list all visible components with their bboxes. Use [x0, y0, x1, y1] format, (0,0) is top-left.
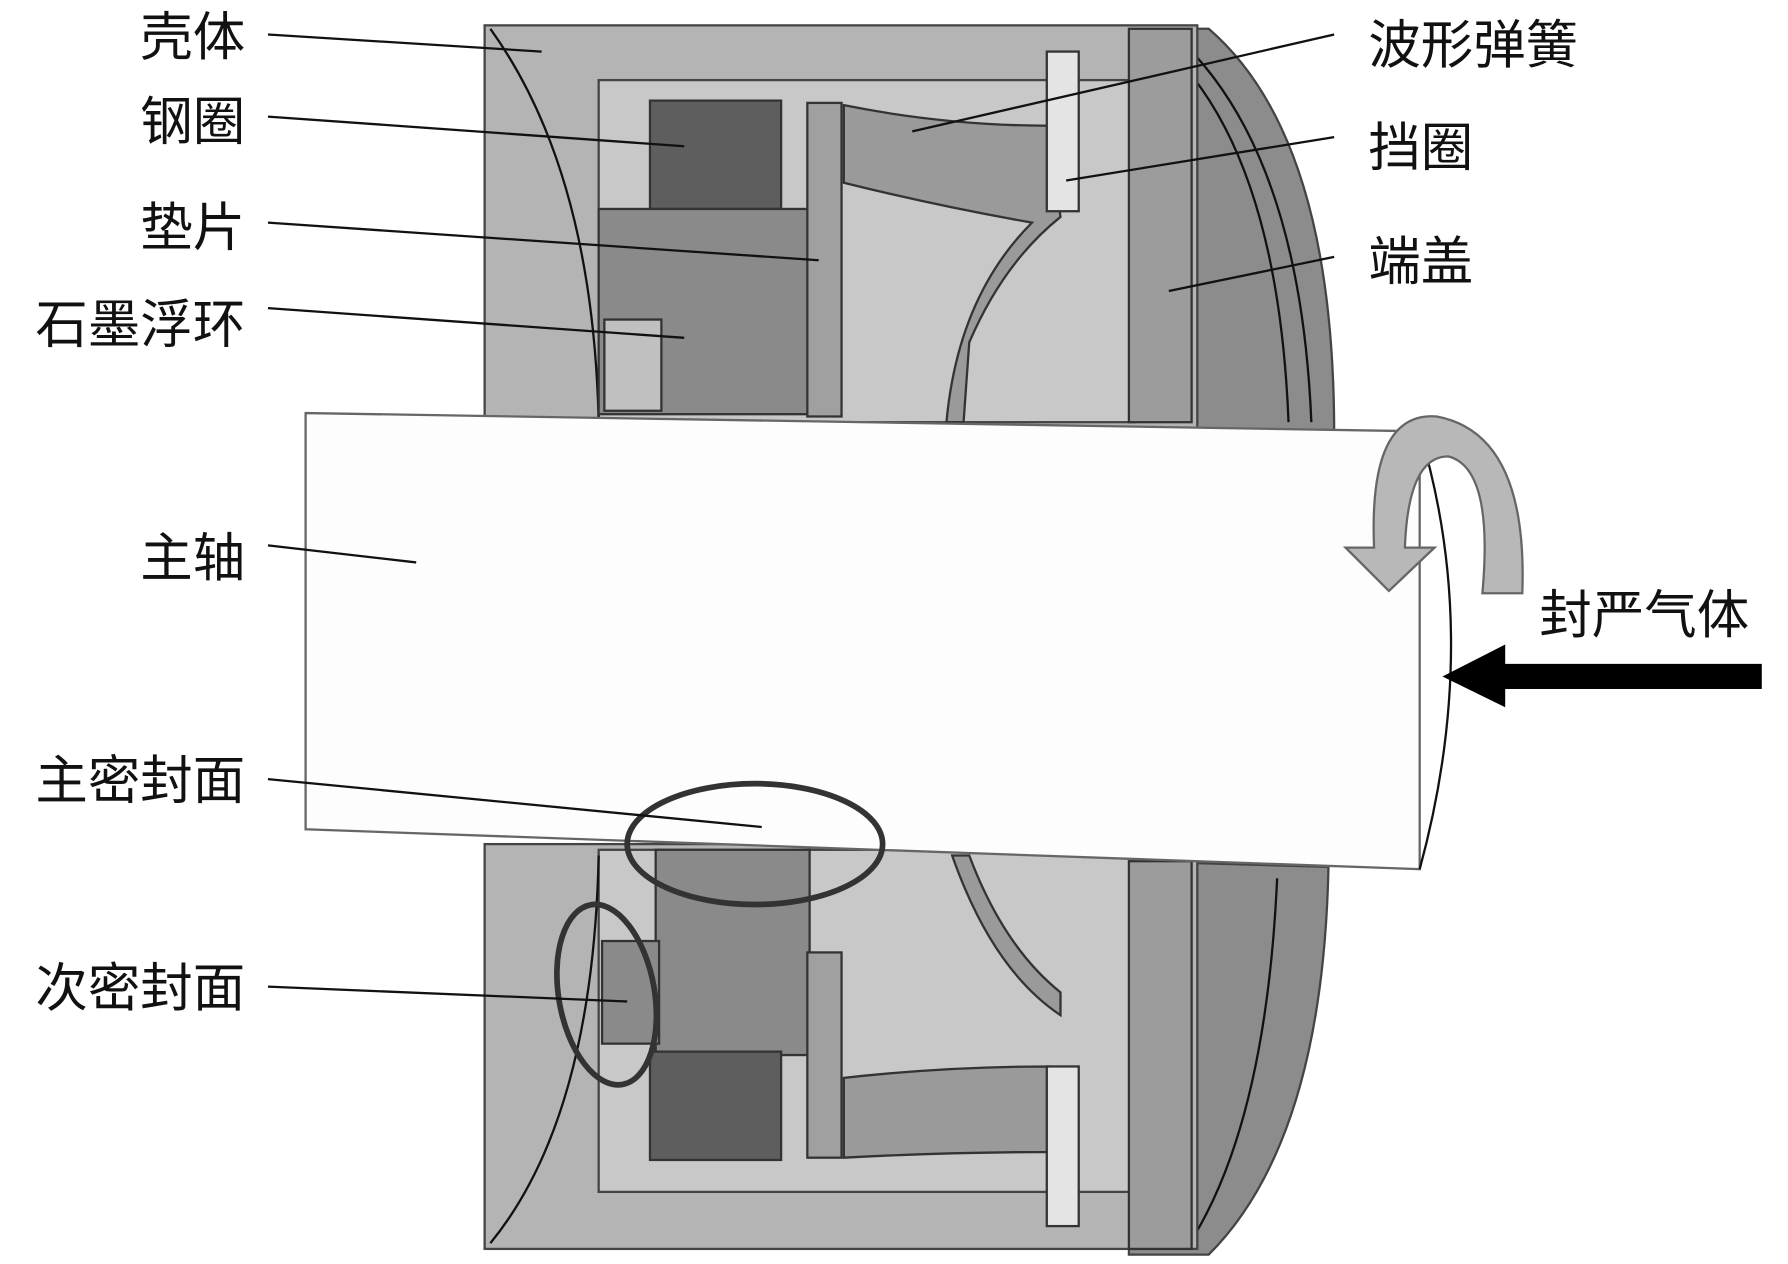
shaft: [304, 411, 1421, 871]
label-wave-spring: 波形弹簧: [1368, 15, 1578, 76]
wave-spring-top: [842, 103, 1062, 424]
rotation-arrow-icon: [1342, 415, 1524, 595]
graphite-ring-bottom: [654, 848, 811, 1057]
label-retaining-ring: 挡圈: [1368, 118, 1473, 179]
steel-ring-bottom: [648, 1050, 783, 1162]
label-sealing-gas: 封严气体: [1539, 585, 1749, 646]
primary-seal-face-marker: [624, 780, 886, 908]
retaining-ring-top: [1045, 50, 1080, 213]
label-secondary-seal-face: 次密封面: [35, 958, 245, 1019]
gasket-bottom: [806, 951, 843, 1159]
label-steel-ring: 钢圈: [140, 91, 245, 152]
label-shaft: 主轴: [140, 528, 245, 589]
label-graphite-ring: 石墨浮环: [35, 294, 245, 355]
sealing-gas-arrow-icon: [1442, 644, 1762, 708]
label-primary-seal-face: 主密封面: [35, 750, 245, 811]
label-housing: 壳体: [140, 7, 245, 68]
steel-ring-top: [648, 99, 783, 211]
label-gasket: 垫片: [140, 197, 245, 258]
secondary-seal-face-marker: [554, 901, 660, 1088]
label-end-cap: 端盖: [1368, 232, 1473, 293]
graphite-ring-top: [597, 207, 811, 416]
retaining-ring-bottom: [1045, 1065, 1080, 1228]
